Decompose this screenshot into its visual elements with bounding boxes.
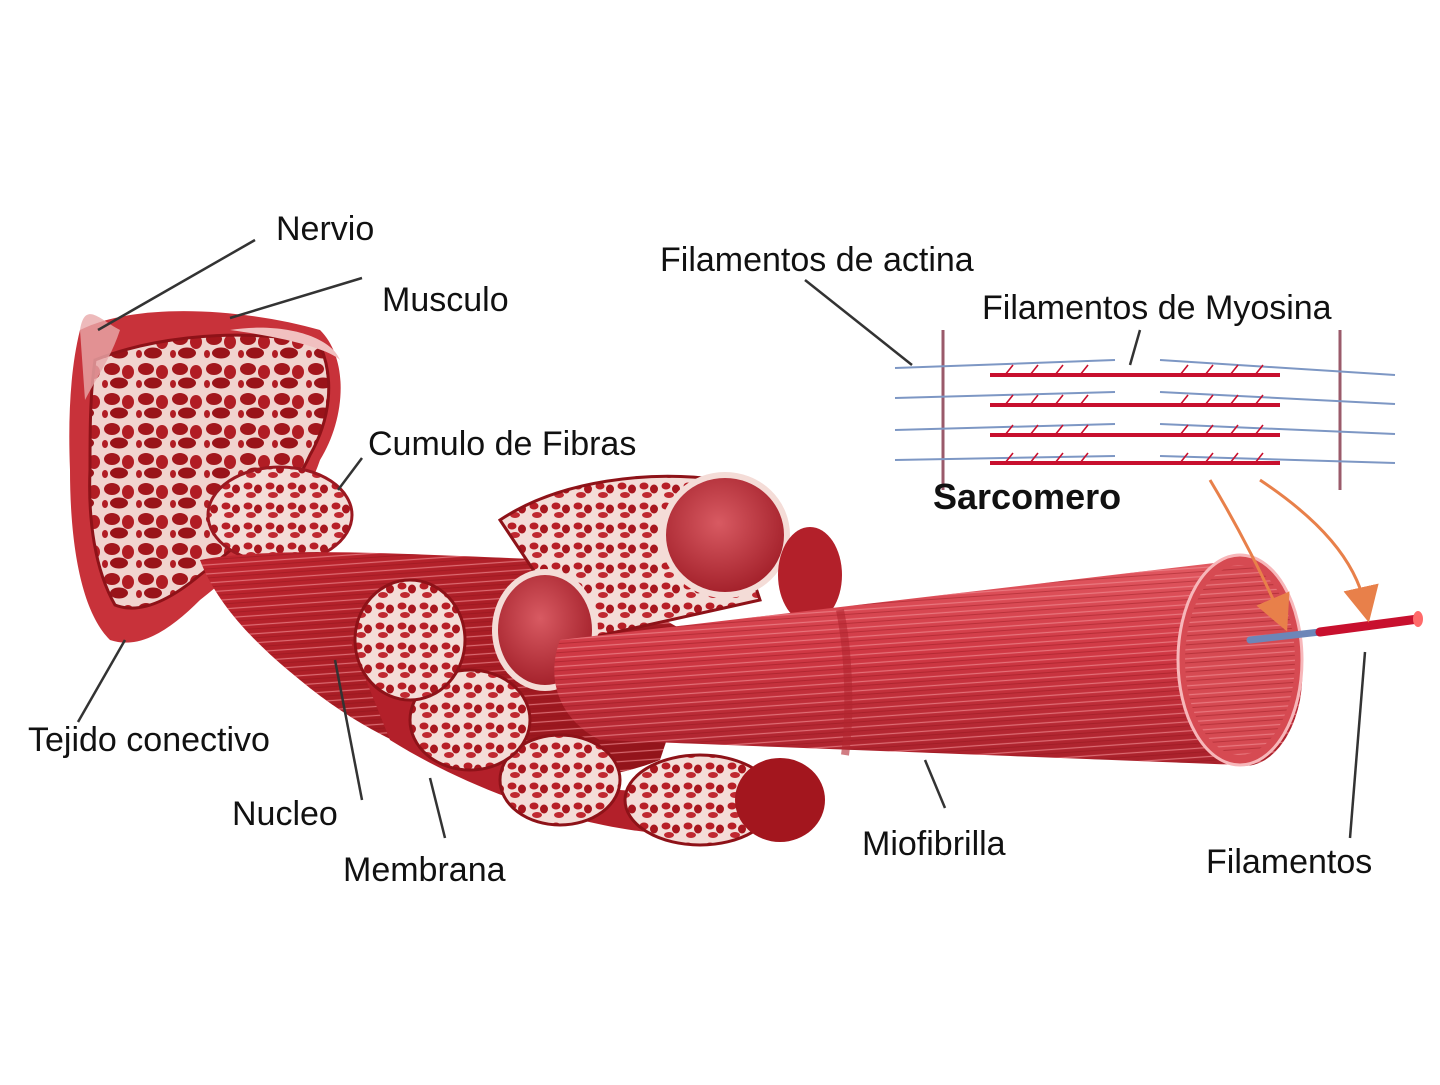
label-miofibrilla: Miofibrilla: [862, 825, 1006, 863]
muscle-cross-section: [69, 311, 341, 643]
sarcomere-diagram: [894, 330, 1396, 490]
zoom-arrows: [1208, 478, 1379, 632]
label-nucleo: Nucleo: [232, 795, 338, 833]
label-filamentos-actina: Filamentos de actina: [660, 241, 974, 279]
leader-cumulo: [337, 457, 363, 491]
label-filamentos: Filamentos: [1206, 843, 1373, 881]
leader-tejido: [76, 639, 127, 723]
label-musculo: Musculo: [382, 281, 509, 319]
leader-membrana: [428, 777, 447, 839]
fiber-bundle: [206, 465, 354, 565]
label-nervio: Nervio: [276, 210, 375, 248]
leader-nucleo: [333, 659, 364, 801]
leader-actina: [804, 279, 913, 366]
label-cumulo-de-fibras: Cumulo de Fibras: [368, 425, 637, 463]
leader-musculo: [229, 276, 363, 320]
label-filamentos-myosina: Filamentos de Myosina: [982, 289, 1332, 327]
leader-nervio: [97, 238, 256, 332]
leader-myosina: [1128, 329, 1142, 366]
label-membrana: Membrana: [343, 851, 506, 889]
label-tejido-conectivo: Tejido conectivo: [28, 721, 270, 759]
leader-lines: [76, 238, 1367, 839]
leader-miofibrilla: [923, 759, 947, 809]
leader-filamentos: [1348, 651, 1367, 839]
fascicle-group: [200, 552, 777, 847]
label-sarcomero: Sarcomero: [933, 476, 1122, 517]
filament: [1246, 611, 1423, 644]
